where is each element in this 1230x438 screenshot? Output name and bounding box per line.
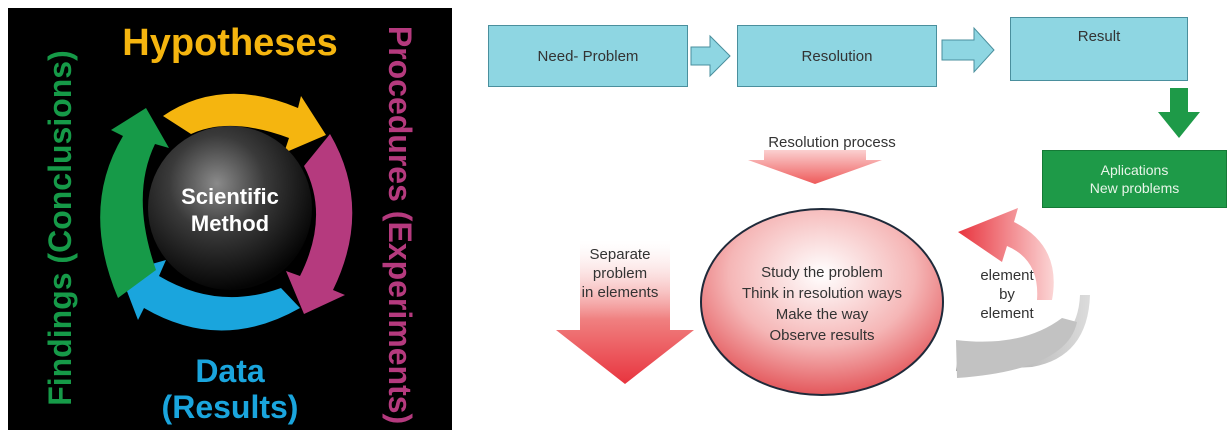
- procedures-label: Procedures (Experiments): [382, 25, 418, 425]
- separate-line-3: in elements: [581, 284, 659, 301]
- oval-line-3: Make the way: [775, 306, 869, 323]
- data-label-line-2: (Results): [161, 389, 299, 425]
- element-line-2: by: [999, 286, 1015, 303]
- oval-steps-text: Study the problem Think in resolution wa…: [707, 262, 937, 346]
- findings-label: Findings (Conclusions): [42, 50, 78, 406]
- result-down-arrow: [1158, 88, 1200, 138]
- oval-line-1: Study the problem: [761, 264, 883, 281]
- resolution-process-label: Resolution process: [768, 134, 896, 151]
- resolution-flow-panel: Need- Problem Resolution Result Aplicati…: [462, 0, 1230, 438]
- result-box: Result: [1010, 17, 1188, 81]
- hypotheses-label: Hypotheses: [122, 22, 338, 64]
- arrow-need-to-resolution: [690, 34, 731, 78]
- element-cycle-arrow: [958, 208, 1054, 300]
- data-label: Data (Results): [130, 353, 330, 425]
- resolution-process-arrow: [748, 150, 882, 184]
- need-problem-box: Need- Problem: [488, 25, 688, 87]
- applications-box: Aplications New problems: [1042, 150, 1227, 208]
- findings-arrow: [100, 108, 169, 298]
- center-label-line-2: Method: [190, 211, 270, 236]
- oval-line-4: Observe results: [769, 327, 875, 344]
- arrow-resolution-to-result: [941, 26, 995, 74]
- resolution-box: Resolution: [737, 25, 937, 87]
- separate-problem-arrow: [556, 240, 694, 384]
- resolution-flow-graphics: [556, 26, 1200, 396]
- center-sphere: [148, 126, 312, 290]
- separate-line-2: problem: [592, 265, 648, 282]
- separate-line-1: Separate: [589, 246, 651, 263]
- data-arrow: [120, 260, 300, 331]
- cycle-diagram: [100, 93, 353, 331]
- center-label-line-1: Scientific: [181, 184, 279, 209]
- scientific-method-panel: Hypotheses Procedures (Experiments) Data…: [8, 8, 452, 430]
- separate-problem-label: Separate problem in elements: [550, 245, 690, 302]
- element-by-element-label: element by element: [962, 266, 1052, 323]
- center-label: Scientific Method: [130, 183, 330, 237]
- applications-line-2: New problems: [1089, 180, 1180, 196]
- element-line-1: element: [980, 267, 1034, 284]
- element-curve-gray-band: [956, 318, 1077, 378]
- hypotheses-arrow: [163, 93, 326, 153]
- procedures-arrow: [286, 134, 353, 314]
- element-curve-gray: [956, 295, 1090, 371]
- oval-line-2: Think in resolution ways: [741, 285, 903, 302]
- resolution-oval: [700, 208, 944, 396]
- applications-line-1: Aplications: [1100, 162, 1169, 178]
- element-line-3: element: [980, 305, 1034, 322]
- data-label-line-1: Data: [195, 353, 265, 389]
